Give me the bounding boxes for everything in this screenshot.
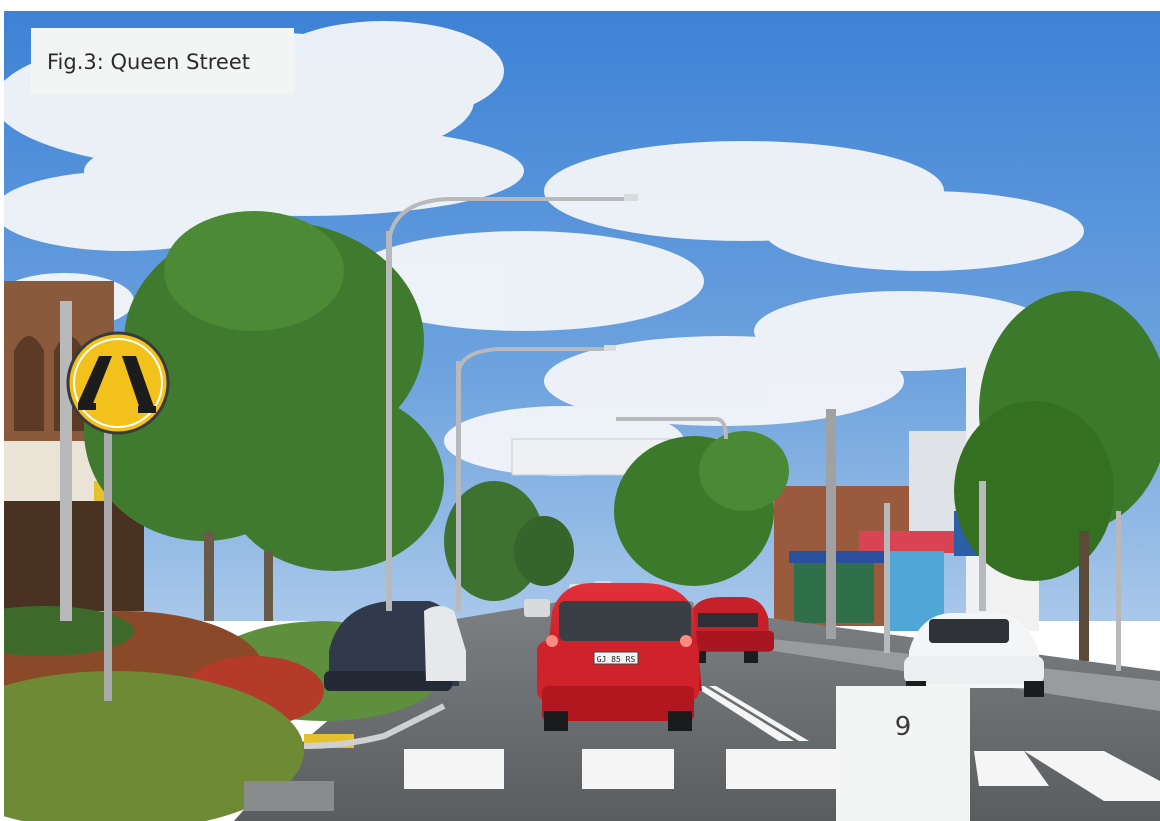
clouds	[4, 21, 1084, 476]
tree-trunks	[204, 531, 273, 621]
page-number-box: 9	[836, 686, 970, 821]
white-sedan	[904, 613, 1044, 697]
red-car-right	[688, 597, 774, 663]
red-hatchback: GJ 85 RS	[537, 583, 702, 731]
street-photo: GJ 85 RS	[4, 11, 1160, 821]
left-building	[4, 281, 174, 611]
garden-bed	[4, 606, 444, 821]
street-light-arms	[387, 197, 728, 440]
trees-right	[614, 291, 1160, 661]
license-plate: GJ 85 RS	[597, 655, 636, 664]
figure-caption-text: Fig.3: Queen Street	[47, 49, 250, 74]
lane-markings	[404, 686, 1160, 801]
parked-cars-left	[324, 601, 466, 691]
figure-caption: Fig.3: Queen Street	[31, 28, 294, 95]
pedestrian-crossing-sign-icon	[66, 331, 170, 701]
page-number: 9	[894, 712, 912, 742]
